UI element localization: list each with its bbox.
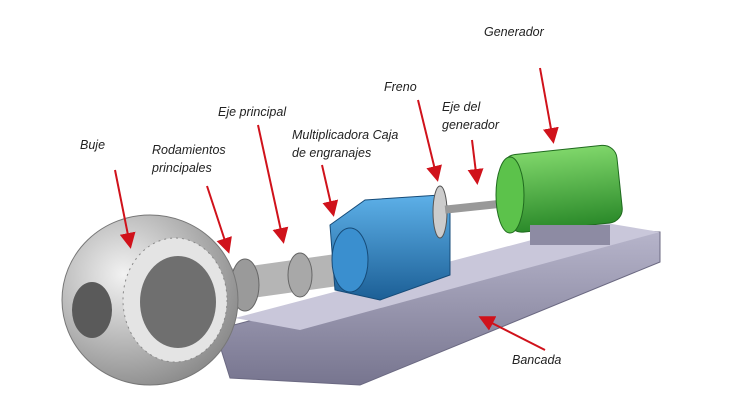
label-eje-generador: Eje del generador [442,98,499,134]
label-line: de engranajes [292,146,372,160]
hub-opening-side [72,282,112,338]
hub-opening-inner [140,256,216,348]
label-generador: Generador [484,25,544,39]
brake-disc [432,185,448,239]
label-multiplicadora: Multiplicadora Caja de engranajes [292,126,398,162]
arrow-eje-principal [257,124,289,244]
label-line: principales [152,161,212,175]
generator-shaft [444,199,501,214]
generator-base [530,225,610,245]
generator-end [495,156,525,234]
arrow-rodamientos [206,185,232,254]
arrow-freno [417,99,442,182]
label-rodamientos: Rodamientos principales [152,141,226,177]
arrow-eje-generador [467,139,484,185]
label-bancada: Bancada [512,353,562,367]
label-line: Eje del [442,100,481,114]
label-line: Multiplicadora Caja [292,128,399,142]
arrow-multiplicadora [321,164,339,217]
label-freno: Freno [384,80,417,94]
arrow-buje [114,169,136,249]
gearbox-flange [331,227,369,293]
bearing-2 [287,252,313,298]
arrow-generador [539,67,559,144]
label-line: generador [442,118,499,132]
arrow-bancada [478,316,546,351]
label-buje: Buje [80,138,106,152]
label-line: Rodamientos [152,143,226,157]
label-eje-principal: Eje principal [218,105,287,119]
